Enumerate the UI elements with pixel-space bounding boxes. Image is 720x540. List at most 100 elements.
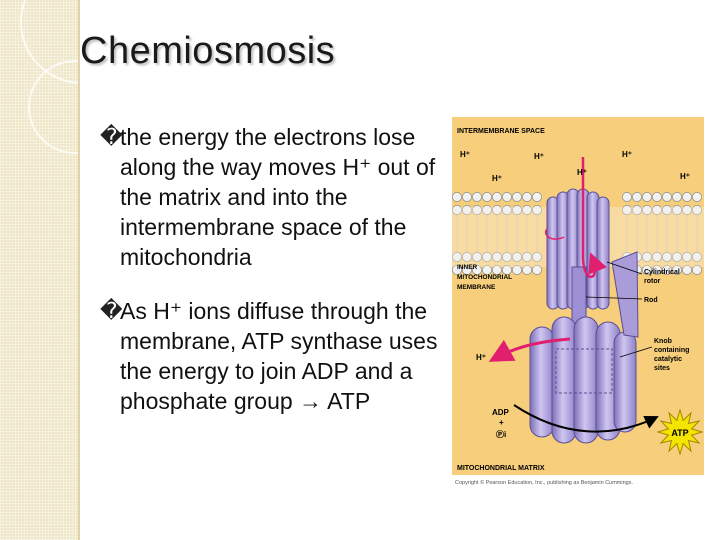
rod-leader-line — [585, 296, 643, 300]
figure-credit: Copyright © Pearson Education, Inc., pub… — [455, 480, 634, 486]
h-ion-label: H⁺ — [577, 168, 587, 177]
lipid-head — [502, 265, 512, 275]
atp-synthase-figure: ATP INTERMEMBRANE SPACE MITOCHONDRIAL MA… — [452, 117, 704, 492]
knob-subunit — [613, 331, 637, 433]
proton-flow-arrow — [581, 157, 607, 279]
plus-label: + — [499, 418, 504, 427]
lipid-head — [492, 205, 502, 215]
lipid-head — [632, 205, 642, 215]
lipid-head — [452, 252, 462, 262]
knob-label-line: containing — [654, 347, 689, 354]
synthesis-arrow — [513, 404, 659, 433]
lipid-head — [652, 252, 662, 262]
proton-ions: H⁺ H⁺ H⁺ H⁺ H⁺ H⁺ H⁺ — [460, 150, 690, 362]
lipid-head — [662, 192, 672, 202]
lipid-head — [522, 192, 532, 202]
rotor-leader-line — [606, 261, 643, 275]
lipid-head — [482, 265, 492, 275]
lipid-head — [672, 192, 682, 202]
catalytic-site-outline — [555, 348, 613, 394]
bullet-list: � the energy the electrons lose along th… — [100, 122, 440, 416]
lipid-head — [682, 252, 692, 262]
lipid-head — [642, 192, 652, 202]
bullet-marker: � — [100, 124, 123, 149]
lipid-head — [462, 252, 472, 262]
bullet-text: the energy the electrons lose along the … — [120, 124, 436, 270]
lipid-head — [672, 265, 682, 275]
lipid-head — [682, 205, 692, 215]
h-ion-label: H⁺ — [534, 152, 544, 161]
bullet-item: � the energy the electrons lose along th… — [100, 122, 440, 272]
lipid-head — [672, 252, 682, 262]
knob-label-line: sites — [654, 365, 670, 372]
knob-subunit — [573, 316, 599, 444]
lipid-head — [472, 205, 482, 215]
h-ion-label: H⁺ — [476, 353, 486, 362]
lipid-head — [482, 205, 492, 215]
lipid-head — [692, 205, 702, 215]
rotor-label-line: rotor — [644, 278, 661, 285]
lipid-head — [492, 265, 502, 275]
lipid-head — [462, 265, 472, 275]
lipid-head — [512, 252, 522, 262]
bullet-text: As H⁺ ions diffuse through the membrane,… — [120, 298, 438, 414]
lipid-head — [522, 252, 532, 262]
lipid-head — [492, 252, 502, 262]
inner-membrane-label-line: INNER — [457, 264, 478, 271]
lipid-head — [532, 205, 542, 215]
atp-label: ATP — [671, 428, 688, 438]
lipid-head — [482, 192, 492, 202]
lipid-head — [622, 192, 632, 202]
decorative-ring — [28, 60, 122, 154]
rotor-segment — [596, 196, 610, 310]
rotation-arrow — [545, 228, 565, 240]
lipid-head — [662, 205, 672, 215]
lipid-head — [632, 192, 642, 202]
lipid-head — [692, 192, 702, 202]
matrix-label: MITOCHONDRIAL MATRIX — [457, 465, 545, 472]
rotor-label: Cylindrical rotor — [644, 269, 682, 285]
lipid-head — [512, 205, 522, 215]
lipid-head — [532, 192, 542, 202]
rotor-label-line: Cylindrical — [644, 269, 680, 276]
knob-label: Knob containing catalytic sites — [654, 338, 691, 372]
lipid-head — [472, 252, 482, 262]
lipid-head — [532, 252, 542, 262]
lipid-head — [662, 252, 672, 262]
lipid-head — [462, 192, 472, 202]
lipid-head — [502, 192, 512, 202]
lipid-head — [452, 192, 462, 202]
lipid-head — [472, 192, 482, 202]
lipid-head — [452, 205, 462, 215]
lipid-head — [652, 205, 662, 215]
strip-divider — [78, 0, 80, 540]
lipid-head — [692, 252, 702, 262]
lipid-head — [512, 265, 522, 275]
slide-title: Chemiosmosis — [80, 30, 336, 72]
lipid-head — [622, 205, 632, 215]
phosphate-label: Ⓟi — [496, 429, 506, 439]
lipid-head — [502, 252, 512, 262]
proton-exit-arrow — [488, 337, 571, 362]
lipid-head — [472, 265, 482, 275]
lipid-head — [652, 265, 662, 275]
lipid-head — [652, 192, 662, 202]
h-ion-label: H⁺ — [680, 172, 690, 181]
knob-subunit — [551, 316, 577, 444]
decorative-side-strip — [0, 0, 144, 540]
inner-membrane-label-line: MITOCHONDRIAL — [457, 274, 512, 281]
rod-label: Rod — [644, 297, 658, 304]
lipid-head — [522, 265, 532, 275]
lipid-head — [512, 192, 522, 202]
lipid-head — [642, 265, 652, 275]
stator-arm — [611, 251, 639, 338]
lipid-head — [662, 265, 672, 275]
knob-label-line: Knob — [654, 338, 672, 345]
lipid-head — [692, 265, 702, 275]
knob-leader-line — [619, 346, 653, 358]
lipid-head — [682, 192, 692, 202]
atp-burst-icon: ATP — [656, 408, 704, 456]
lipid-head — [642, 252, 652, 262]
adp-label: ADP — [492, 408, 510, 417]
lipid-head — [522, 205, 532, 215]
